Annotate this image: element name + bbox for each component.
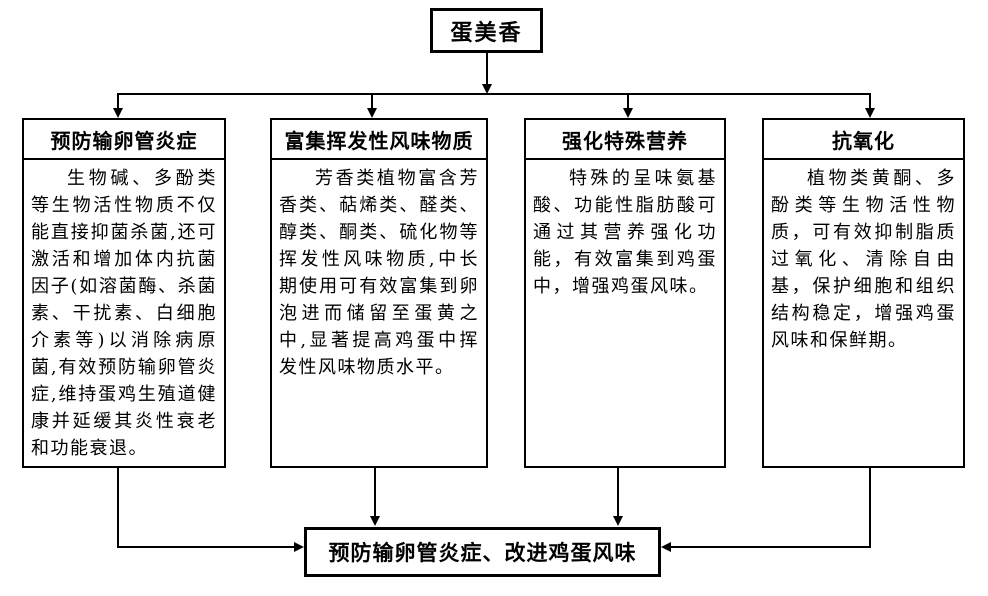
connector-branch4-arrowhead-icon <box>865 108 875 118</box>
connector-branch3-outcome-arrowhead-icon <box>613 516 623 526</box>
connector-branch3-stem <box>627 95 629 108</box>
branch-title: 富集挥发性风味物质 <box>272 120 486 160</box>
connector-branch1-stem <box>117 95 119 108</box>
connector-branch2-outcome-arrowhead-icon <box>370 516 380 526</box>
branch-box-special-nutrition: 强化特殊营养 特殊的呈味氨基酸、功能性脂肪酸可通过其营养强化功能，有效富集到鸡蛋… <box>524 118 726 468</box>
connector-branch4-horizontal <box>671 546 871 548</box>
connector-distribution-line <box>117 93 871 95</box>
connector-branch3-arrowhead-icon <box>623 108 633 118</box>
connector-branch1-down <box>117 468 119 548</box>
branch-title: 预防输卵管炎症 <box>24 120 224 160</box>
branch-body: 特殊的呈味氨基酸、功能性脂肪酸可通过其营养强化功能，有效富集到鸡蛋中，增强鸡蛋风… <box>533 168 717 297</box>
root-box: 蛋美香 <box>430 8 543 53</box>
branch-body: 芳香类植物富含芳香类、萜烯类、醛类、醇类、酮类、硫化物等挥发性风味物质,中长期使… <box>279 168 479 378</box>
connector-branch2-arrowhead-icon <box>367 108 377 118</box>
branch-box-flavor-enrichment: 富集挥发性风味物质 芳香类植物富含芳香类、萜烯类、醛类、醇类、酮类、硫化物等挥发… <box>270 118 488 468</box>
connector-branch1-arrowhead-icon <box>113 108 123 118</box>
connector-branch4-stem <box>869 95 871 108</box>
connector-root-arrowhead-icon <box>482 84 492 94</box>
connector-root-stem <box>486 53 488 85</box>
branch-body: 生物碱、多酚类等生物活性物质不仅能直接抑菌杀菌,还可激活和增加体内抗菌因子(如溶… <box>31 168 217 459</box>
connector-branch1-horizontal <box>117 546 295 548</box>
branch-title: 强化特殊营养 <box>526 120 724 160</box>
branch-box-oviduct: 预防输卵管炎症 生物碱、多酚类等生物活性物质不仅能直接抑菌杀菌,还可激活和增加体… <box>22 118 226 468</box>
connector-branch2-stem <box>371 95 373 108</box>
outcome-label: 预防输卵管炎症、改进鸡蛋风味 <box>328 541 637 565</box>
branch-title: 抗氧化 <box>764 120 963 160</box>
connector-branch4-outcome-arrowhead-icon <box>661 542 671 552</box>
branch-body: 植物类黄酮、多酚类等生物活性物质，可有效抑制脂质过氧化、清除自由基，保护细胞和组… <box>771 168 956 351</box>
root-label: 蛋美香 <box>450 20 523 46</box>
branch-box-antioxidant: 抗氧化 植物类黄酮、多酚类等生物活性物质，可有效抑制脂质过氧化、清除自由基，保护… <box>762 118 965 468</box>
connector-branch2-down <box>374 468 376 516</box>
outcome-box: 预防输卵管炎症、改进鸡蛋风味 <box>304 527 661 577</box>
connector-branch1-outcome-arrowhead-icon <box>294 542 304 552</box>
connector-branch3-down <box>617 468 619 516</box>
connector-branch4-down <box>869 468 871 548</box>
